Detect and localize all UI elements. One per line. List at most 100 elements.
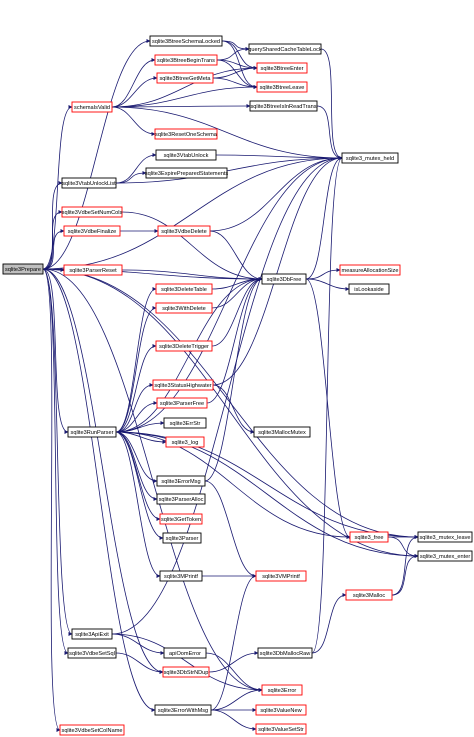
node-sqlite3btreeisinreadtrans[interactable]: sqlite3BtreeIsInReadTrans: [249, 100, 318, 112]
edge-n7-n3: [111, 58, 156, 108]
edge-n0-n45: [42, 268, 263, 692]
edge-n26-n22: [115, 306, 157, 433]
node-sqlite3btreebegintrans[interactable]: sqlite3BtreeBeginTrans: [154, 54, 218, 66]
node-box: [156, 493, 206, 505]
node-label: sqlite3Prepare: [5, 267, 41, 273]
edge-n26-n18: [115, 277, 263, 433]
node-schemaisvalid[interactable]: schemaIsValid: [71, 101, 113, 113]
node-sqlite3withdelete[interactable]: sqlite3WithDelete: [155, 302, 213, 314]
node-box: [154, 128, 218, 140]
node-sqlite3malloc[interactable]: sqlite3Malloc: [345, 589, 393, 601]
node-sqlite3resetoneschema[interactable]: sqlite3ResetOneSchema: [154, 128, 218, 140]
node-label: sqlite3ExpirePreparedStatements: [145, 171, 229, 177]
node-sqlite3valuesetstr[interactable]: sqlite3ValueSetStr: [255, 723, 307, 735]
node-sqlite3vdbesetnumcols[interactable]: sqlite3VdbeSetNumCols: [61, 206, 123, 218]
edge-n0-n42: [42, 268, 69, 655]
node-apioomerror[interactable]: apiOomError: [163, 647, 207, 659]
edge-n7-n5: [111, 76, 158, 108]
node-box: [59, 724, 125, 736]
node-sqlite3mprintf[interactable]: sqlite3MPrintf: [159, 570, 203, 582]
edge-n30-n18: [204, 277, 263, 482]
node-sqlite3gettoken[interactable]: sqlite3GetToken: [159, 513, 203, 525]
node-sqlite3-mutex-enter[interactable]: sqlite3_mutex_enter: [417, 550, 473, 562]
edge-n12-n11: [115, 153, 157, 184]
node-label: sqlite3VMPrintf: [262, 574, 300, 580]
node-sqlite3btreeschemalocked[interactable]: sqlite3BtreeSchemaLocked: [149, 35, 223, 47]
edge-n0-n40: [42, 268, 73, 636]
node-label: sqlite3BtreeGetMeta: [160, 76, 212, 82]
node-box: [154, 704, 212, 716]
node-sqlite3parserreset[interactable]: sqlite3ParserReset: [63, 264, 123, 276]
node-label: sqlite3VdbeFinalize: [68, 229, 117, 235]
node-sqlite3deletetrigger[interactable]: sqlite3DeleteTrigger: [155, 340, 213, 352]
node-sqlite3errormsg[interactable]: sqlite3ErrorMsg: [156, 475, 206, 487]
node-sqlite3vmprintf[interactable]: sqlite3VMPrintf: [255, 570, 307, 582]
node-querysharedcachetablelock[interactable]: querySharedCacheTableLock: [248, 43, 322, 55]
node-label: sqlite3Malloc: [353, 593, 386, 599]
node-islookaside[interactable]: isLookaside: [348, 283, 390, 295]
node-sqlite3dbstrndup[interactable]: sqlite3DbStrNDup: [162, 666, 210, 678]
node-sqlite3deletetable[interactable]: sqlite3DeleteTable: [155, 283, 213, 295]
node-label: sqlite3BtreeBeginTrans: [157, 58, 215, 64]
edge-n26-n24: [115, 383, 154, 433]
edge-n7-n8: [111, 104, 251, 109]
edge-n18-n10: [305, 156, 343, 280]
node-box: [154, 54, 218, 66]
edge-n16-n18: [209, 230, 263, 281]
node-sqlite3parser[interactable]: sqlite3Parser: [162, 532, 202, 544]
node-label: sqlite3DbFree: [267, 277, 302, 283]
node-box: [163, 417, 207, 429]
node-sqlite3btreeleave[interactable]: sqlite3BtreeLeave: [256, 81, 308, 93]
edge-n17-n18: [121, 269, 263, 281]
edge-n26-n21: [115, 287, 157, 433]
edge-layer: [42, 39, 419, 732]
edge-n24-n10: [212, 156, 343, 386]
node-box: [156, 475, 206, 487]
node-box: [257, 647, 313, 659]
node-label: sqlite3VdbeDelete: [161, 229, 206, 235]
node-sqlite3vdbefinalize[interactable]: sqlite3VdbeFinalize: [63, 225, 121, 237]
node-sqlite3vdbesetcolname[interactable]: sqlite3VdbeSetColName: [59, 724, 125, 736]
node-sqlite3vtabunlock[interactable]: sqlite3VtabUnlock: [155, 149, 217, 161]
edge-n26-n30: [115, 431, 158, 483]
node-label: sqlite3VdbeSetNumCols: [62, 210, 123, 216]
edge-n18-n20: [305, 278, 350, 291]
node-sqlite3btreeenter[interactable]: sqlite3BtreeEnter: [256, 62, 308, 74]
node-sqlite3-free[interactable]: sqlite3_free: [349, 531, 389, 543]
node-box: [155, 340, 213, 352]
node-sqlite3dbfree[interactable]: sqlite3DbFree: [261, 273, 307, 285]
node-label: sqlite3DeleteTrigger: [159, 344, 209, 350]
node-sqlite3expirepreparedstatements[interactable]: sqlite3ExpirePreparedStatements: [145, 167, 229, 179]
node-sqlite3error[interactable]: sqlite3Error: [261, 684, 303, 696]
node-sqlite3errorwithmsg[interactable]: sqlite3ErrorWithMsg: [154, 704, 212, 716]
node-sqlite3btreegetmeta[interactable]: sqlite3BtreeGetMeta: [156, 72, 214, 84]
node-sqlite3-mutex-held[interactable]: sqlite3_mutex_held: [341, 152, 399, 164]
node-sqlite3mallocmutex[interactable]: sqlite3MallocMutex: [253, 426, 311, 438]
node-box: [256, 62, 308, 74]
node-sqlite3apiexit[interactable]: sqlite3ApiExit: [71, 628, 113, 640]
node-sqlite3valuenew[interactable]: sqlite3ValueNew: [255, 704, 307, 716]
node-sqlite3vtabunlocklist[interactable]: sqlite3VtabUnlockList: [61, 177, 117, 189]
node-sqlite3vdbedelete[interactable]: sqlite3VdbeDelete: [157, 225, 211, 237]
node-sqlite3-mutex-leave[interactable]: sqlite3_mutex_leave: [417, 531, 473, 543]
node-sqlite3parseralloc[interactable]: sqlite3ParserAlloc: [156, 493, 206, 505]
node-label: sqlite3BtreeLeave: [260, 85, 305, 91]
node-label: sqlite3BtreeSchemaLocked: [152, 39, 220, 45]
node-box: [255, 723, 307, 735]
node-sqlite3statushighwater[interactable]: sqlite3StatusHighwater: [152, 379, 214, 391]
edge-n26-n37: [115, 431, 161, 578]
node-sqlite3runparser[interactable]: sqlite3RunParser: [67, 426, 117, 438]
node-label: sqlite3ErrorWithMsg: [158, 708, 208, 714]
node-label: querySharedCacheTableLock: [248, 47, 322, 53]
node-sqlite3prepare[interactable]: sqlite3Prepare: [2, 263, 44, 275]
node-measureallocationsize[interactable]: measureAllocationSize: [339, 264, 401, 276]
node-sqlite3parserfree[interactable]: sqlite3ParserFree: [156, 397, 208, 409]
edge-n26-n36: [115, 431, 419, 558]
node-label: sqlite3BtreeEnter: [261, 66, 304, 72]
node-sqlite3vdbesetsql[interactable]: sqlite3VdbeSetSql: [67, 647, 117, 659]
edge-n3-n2: [216, 47, 250, 61]
node-sqlite3-log[interactable]: sqlite3_log: [165, 436, 205, 448]
node-sqlite3errstr[interactable]: sqlite3ErrStr: [163, 417, 207, 429]
node-sqlite3dbmallocraw[interactable]: sqlite3DbMallocRaw: [257, 647, 313, 659]
node-box: [155, 302, 213, 314]
